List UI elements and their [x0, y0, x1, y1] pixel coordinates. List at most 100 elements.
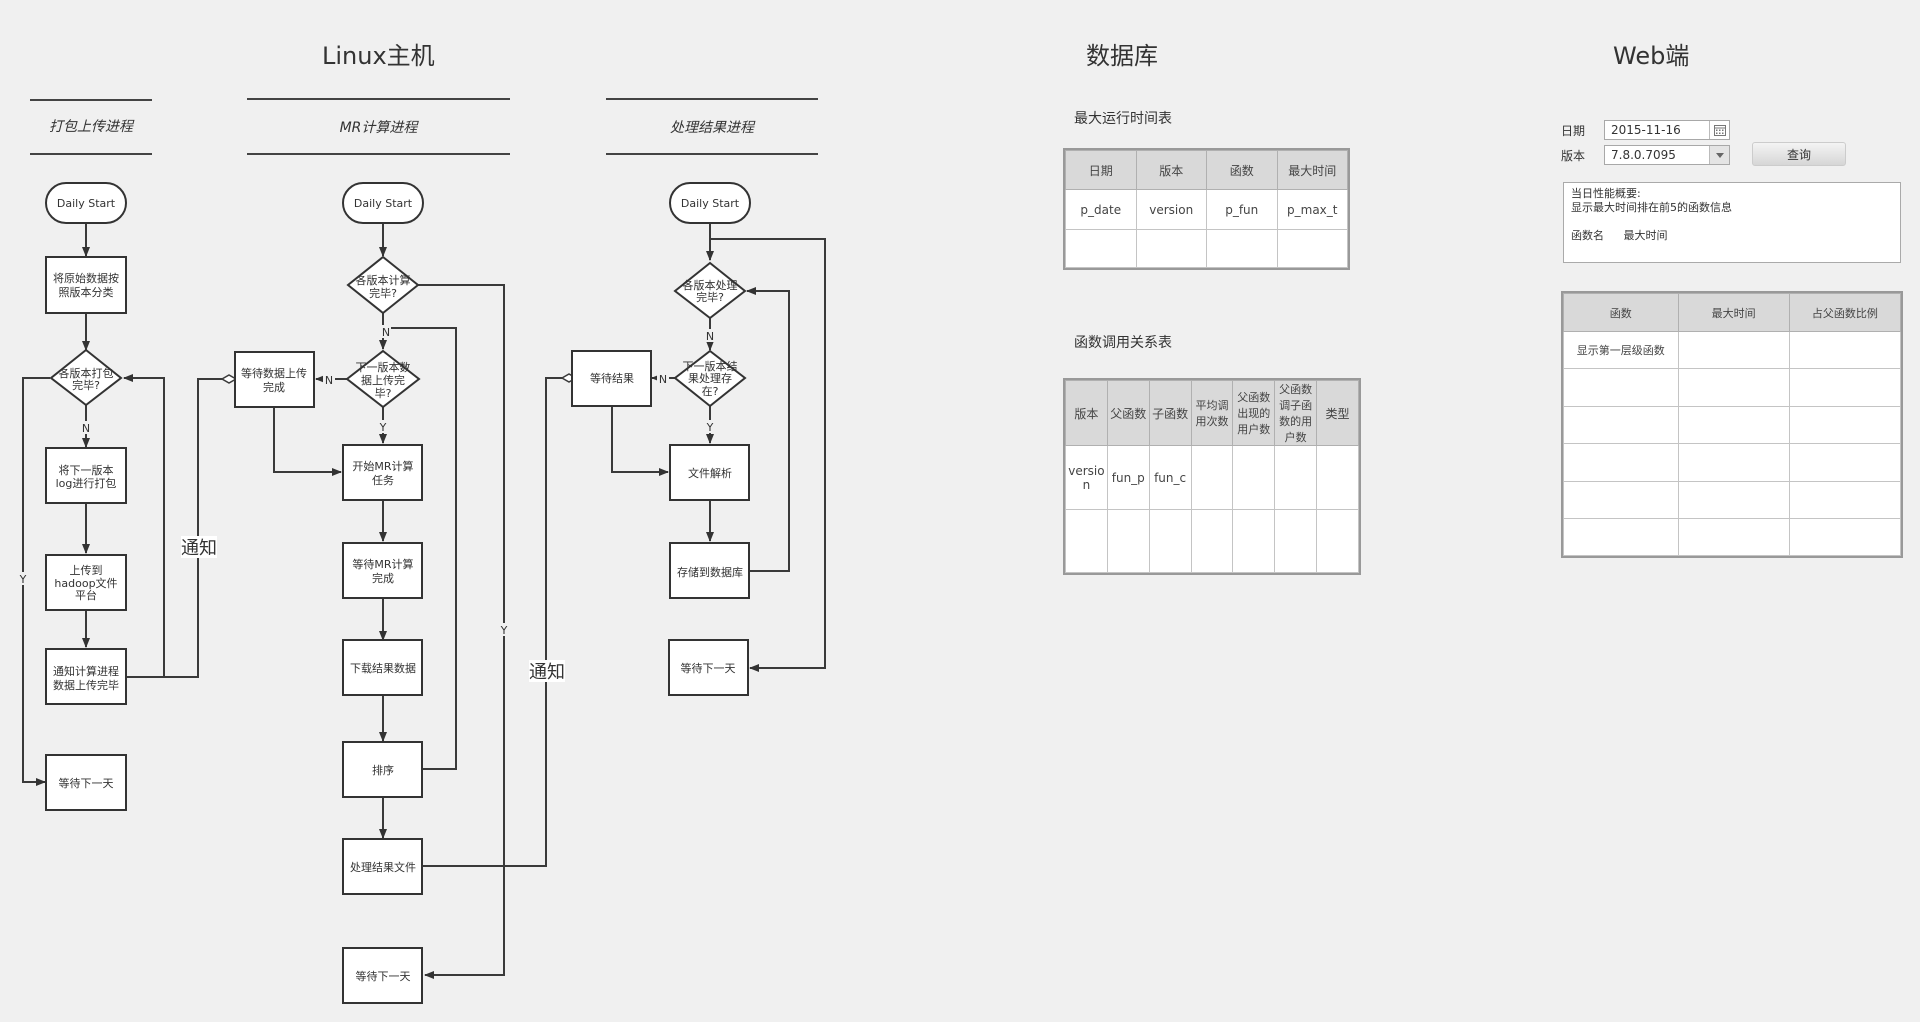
lane1-title: 打包上传进程	[49, 119, 133, 135]
query-button[interactable]: 查询	[1752, 142, 1846, 166]
l2-wait-mr-text-2: 完成	[372, 571, 394, 585]
summary-columns: 函数名 最大时间	[1571, 229, 1893, 243]
lane3-top-divider	[606, 98, 818, 100]
table-cell	[1274, 445, 1318, 510]
table-cell	[1563, 443, 1679, 482]
db-table2-caption: 函数调用关系表	[1074, 335, 1172, 351]
table-cell	[1206, 229, 1278, 268]
l2-process-text: 处理结果文件	[350, 860, 416, 874]
date-input-value: 2015-11-16	[1611, 123, 1681, 137]
l2-sort-node	[342, 741, 423, 798]
db-table2-header: 父函数出现的用户数	[1232, 380, 1276, 446]
summary-col-function-name: 函数名	[1571, 229, 1604, 242]
db-table1-header: 版本	[1135, 150, 1207, 190]
summary-line-1: 当日性能概要:	[1571, 187, 1641, 200]
l3-parse-node	[669, 444, 750, 501]
table-cell	[1788, 481, 1902, 519]
edge-l2-wait-start	[273, 407, 342, 476]
l1-notify-node	[45, 648, 127, 705]
l3-wait-text: 等待下一天	[681, 661, 736, 675]
version-select[interactable]: 7.8.0.7095	[1604, 145, 1730, 165]
l2-start-node	[342, 182, 424, 224]
linux-section-title: Linux主机	[322, 42, 435, 70]
version-label: 版本	[1561, 149, 1586, 163]
l2-label-y1: Y	[379, 421, 387, 434]
l3-decision2-text-2: 果处理存	[688, 371, 732, 385]
table-row[interactable]	[1563, 518, 1902, 556]
db-table1-caption: 最大运行时间表	[1074, 111, 1172, 127]
lane3-bottom-divider	[606, 153, 818, 155]
l1-classify-text-1: 将原始数据按	[53, 271, 119, 285]
table-row: p_date version p_fun p_max_t	[1065, 189, 1348, 230]
l2-decision2-text-2: 据上传完	[361, 373, 405, 387]
table-cell	[1563, 481, 1679, 519]
l2-start-text: Daily Start	[354, 197, 413, 210]
l1-classify-node	[45, 256, 127, 314]
table-cell	[1677, 406, 1790, 444]
db-table-call-relation: 版本 父函数 子函数 平均调用次数 父函数出现的用户数 父函数调子函数的用户数 …	[1063, 378, 1361, 575]
edge-l2-decision1-y	[418, 284, 505, 979]
l2-label-y2: Y	[500, 624, 508, 637]
db-table2-header: 平均调用次数	[1190, 380, 1234, 446]
l3-wait-result-node	[571, 350, 652, 407]
table-cell: 显示第一层级函数	[1563, 331, 1679, 369]
date-input[interactable]: 2015-11-16	[1604, 120, 1730, 140]
l1-notify-text-2: 数据上传完毕	[53, 678, 119, 692]
table-cell	[1677, 331, 1790, 369]
table-row[interactable]: 显示第一层级函数	[1563, 331, 1902, 369]
table-cell	[1677, 443, 1790, 482]
table-row[interactable]	[1563, 406, 1902, 444]
l3-store-node	[669, 542, 750, 599]
l3-store-text: 存储到数据库	[677, 565, 743, 579]
table-row[interactable]	[1563, 368, 1902, 407]
db-table1-header: 日期	[1065, 150, 1137, 190]
l1-label-y: Y	[19, 573, 27, 586]
table-cell	[1232, 509, 1276, 573]
l2-wait-node	[342, 947, 423, 1004]
table-cell	[1106, 509, 1150, 573]
l2-decision2-text-1: 下一版本数	[356, 360, 411, 374]
l3-decision2-text-3: 在?	[702, 385, 719, 398]
l1-upload-node	[45, 554, 127, 611]
version-dropdown-button[interactable]	[1709, 146, 1729, 164]
calendar-button[interactable]	[1709, 121, 1729, 139]
l2-wait-text: 等待下一天	[356, 969, 411, 983]
l1-start-node	[45, 182, 127, 224]
l2-decision1-text-2: 完毕?	[369, 286, 397, 300]
l2-download-node	[342, 639, 423, 696]
table-cell: version	[1065, 445, 1108, 510]
table-cell	[1563, 406, 1679, 444]
table-cell: p_date	[1065, 189, 1137, 230]
db-table2-header: 父函数调子函数的用户数	[1274, 380, 1318, 446]
summary-line-2: 显示最大时间排在前5的函数信息	[1571, 201, 1732, 214]
table-row[interactable]	[1563, 443, 1902, 482]
l1-upload-text-1: 上传到	[70, 564, 103, 577]
table-cell	[1190, 445, 1234, 510]
summary-box: 当日性能概要: 显示最大时间排在前5的函数信息 函数名 最大时间	[1563, 182, 1901, 263]
table-cell	[1148, 509, 1192, 573]
lane2-bottom-divider	[247, 153, 510, 155]
edge-l1-notify-lane2	[164, 378, 222, 678]
table-cell: fun_c	[1148, 445, 1192, 510]
table-cell	[1563, 368, 1679, 407]
l3-decision2-node	[673, 349, 747, 408]
l2-start-mr-node	[342, 444, 423, 501]
lane2-title: MR计算进程	[339, 120, 418, 136]
web-table-header: 占父函数比例	[1788, 293, 1902, 332]
date-label: 日期	[1561, 124, 1586, 138]
lane2-top-divider	[247, 98, 510, 100]
lane3-title: 处理结果进程	[670, 120, 754, 136]
l2-start-mr-text-2: 任务	[372, 474, 394, 487]
l1-pack-text-2: log进行打包	[56, 476, 117, 490]
db-table2-header: 子函数	[1148, 380, 1192, 446]
l3-decision1-node	[673, 261, 747, 320]
table-row: version fun_p fun_c	[1065, 445, 1359, 510]
table-row[interactable]	[1563, 481, 1902, 519]
table-cell: fun_p	[1106, 445, 1150, 510]
db-table1-header: 最大时间	[1276, 150, 1348, 190]
table-cell	[1788, 368, 1902, 407]
db-table2-header: 版本	[1065, 380, 1108, 446]
lane1-top-divider	[30, 99, 152, 101]
table-cell: version	[1135, 189, 1207, 230]
